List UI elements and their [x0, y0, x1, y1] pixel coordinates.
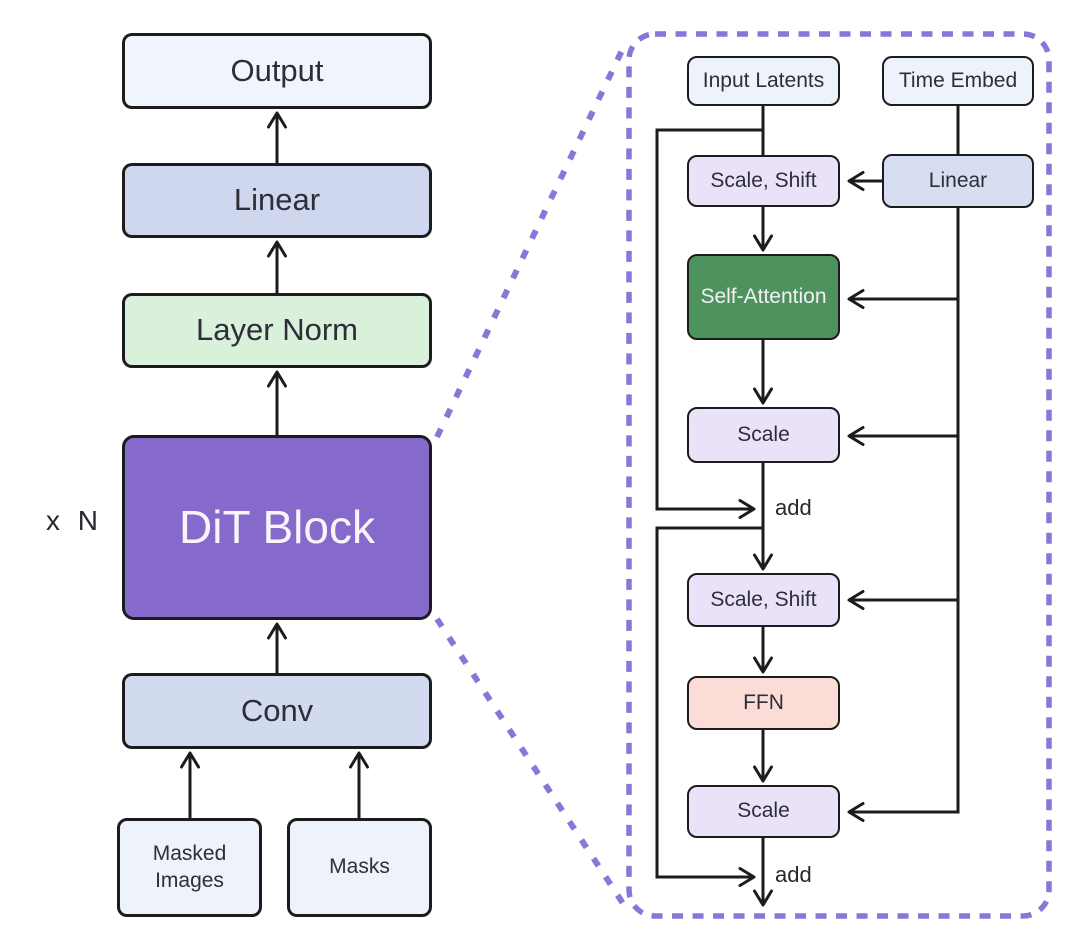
- linear-detail-label: Linear: [928, 168, 988, 192]
- conditioning-trunk-to-scale2: [847, 208, 960, 822]
- self-attention-label: Self-Attention: [700, 284, 827, 308]
- left-column-arrows: [180, 111, 369, 818]
- scale-shift-2-block: Scale, Shift: [687, 573, 840, 627]
- time-embed-block: Time Embed: [882, 56, 1034, 106]
- zoom-connector-top: [434, 40, 629, 439]
- conv-label: Conv: [240, 692, 314, 728]
- scale-shift-1-label: Scale, Shift: [710, 168, 817, 192]
- time-embed-label: Time Embed: [898, 68, 1018, 92]
- zoom-connector-bottom: [434, 617, 629, 910]
- add-2-label: add: [775, 862, 812, 887]
- scale-shift-1-block: Scale, Shift: [687, 155, 840, 207]
- skip-connection-2: [655, 526, 763, 887]
- add-1-label: add: [775, 495, 812, 520]
- scale-1-label: Scale: [737, 422, 790, 446]
- scale-2-label: Scale: [737, 799, 790, 823]
- masks-block: Masks: [287, 818, 432, 917]
- self-attention-block: Self-Attention: [687, 254, 840, 340]
- masked-images-label: Masked Images: [152, 842, 227, 892]
- input-latents-block: Input Latents: [687, 56, 840, 106]
- input-latents-label: Input Latents: [702, 68, 825, 92]
- linear-left-label: Linear: [233, 182, 321, 218]
- ffn-label: FFN: [743, 690, 784, 714]
- dit-block-label: DiT Block: [179, 500, 375, 553]
- masks-label: Masks: [329, 855, 390, 879]
- scale-shift-2-label: Scale, Shift: [710, 587, 817, 611]
- dit-block: DiT Block: [122, 435, 432, 620]
- layer-norm-block: Layer Norm: [122, 293, 432, 368]
- layer-norm-label: Layer Norm: [196, 312, 358, 348]
- repeat-count-label: x N: [46, 505, 98, 536]
- dit-detail-panel-border: [626, 31, 1052, 919]
- output-block: Output: [122, 33, 432, 109]
- output-label: Output: [230, 52, 324, 88]
- scale-1-block: Scale: [687, 407, 840, 463]
- conv-block: Conv: [122, 673, 432, 749]
- scale-2-block: Scale: [687, 785, 840, 838]
- linear-block-detail: Linear: [882, 154, 1034, 208]
- skip-connection-1: [655, 128, 763, 519]
- linear-block-left: Linear: [122, 163, 432, 238]
- detail-panel-wires: [655, 106, 960, 907]
- masked-images-block: Masked Images: [117, 818, 262, 917]
- ffn-block: FFN: [687, 676, 840, 730]
